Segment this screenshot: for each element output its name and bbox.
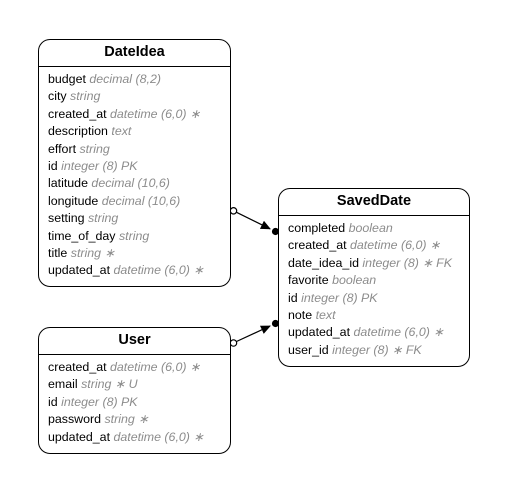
- attribute-name: created_at: [48, 106, 107, 121]
- attribute-row: time_of_day string: [39, 228, 230, 245]
- attribute-type: datetime (6,0) ∗: [353, 325, 444, 340]
- attribute-row: created_at datetime (6,0) ∗: [39, 106, 230, 123]
- attribute-type: datetime (6,0) ∗: [110, 106, 201, 121]
- attribute-type: text: [315, 307, 336, 322]
- attribute-row: latitude decimal (10,6): [39, 175, 230, 192]
- attribute-type: string: [79, 141, 110, 156]
- attribute-type: integer (8) PK: [61, 158, 138, 173]
- attribute-name: note: [288, 307, 313, 322]
- attribute-type: boolean: [332, 273, 377, 288]
- attribute-name: updated_at: [288, 325, 351, 340]
- attribute-name: id: [48, 394, 58, 409]
- relationship-user-saveddate: [229, 319, 280, 347]
- attribute-type: text: [111, 124, 132, 139]
- attribute-row: id integer (8) PK: [39, 394, 230, 411]
- attribute-list: created_at datetime (6,0) ∗email string …: [39, 355, 230, 446]
- attribute-name: description: [48, 124, 108, 139]
- attribute-type: boolean: [348, 221, 393, 235]
- relationship-line: [236, 211, 271, 230]
- attribute-row: id integer (8) PK: [279, 290, 469, 307]
- attribute-row: description text: [39, 123, 230, 140]
- attribute-name: date_idea_id: [288, 255, 359, 270]
- attribute-name: id: [288, 290, 298, 305]
- many-marker: [271, 227, 280, 236]
- attribute-row: favorite boolean: [279, 272, 469, 289]
- attribute-type: string: [70, 89, 101, 104]
- attribute-name: setting: [48, 211, 85, 226]
- attribute-name: longitude: [48, 193, 99, 208]
- attribute-row: budget decimal (8,2): [39, 71, 230, 88]
- attribute-type: datetime (6,0) ∗: [113, 263, 204, 278]
- attribute-row: created_at datetime (6,0) ∗: [39, 359, 230, 376]
- entity-title: User: [39, 328, 230, 355]
- attribute-type: string ∗: [70, 245, 115, 260]
- entity-title: DateIdea: [39, 40, 230, 67]
- attribute-row: user_id integer (8) ∗ FK: [279, 342, 469, 359]
- relationship-dateidea-saveddate: [229, 207, 280, 236]
- attribute-name: created_at: [288, 238, 347, 253]
- attribute-row: date_idea_id integer (8) ∗ FK: [279, 255, 469, 272]
- attribute-row: effort string: [39, 141, 230, 158]
- attribute-row: email string ∗ U: [39, 376, 230, 393]
- attribute-name: budget: [48, 72, 86, 86]
- attribute-name: id: [48, 158, 58, 173]
- entity-title: SavedDate: [279, 189, 469, 216]
- attribute-name: effort: [48, 141, 77, 156]
- attribute-type: datetime (6,0) ∗: [350, 238, 441, 253]
- relationship-line: [236, 325, 271, 343]
- attribute-name: favorite: [288, 273, 329, 288]
- attribute-type: datetime (6,0) ∗: [113, 429, 204, 444]
- attribute-row: updated_at datetime (6,0) ∗: [39, 429, 230, 446]
- attribute-type: string: [87, 211, 119, 226]
- attribute-name: title: [48, 245, 68, 260]
- attribute-row: password string ∗: [39, 411, 230, 428]
- attribute-name: completed: [288, 221, 346, 235]
- attribute-type: integer (8) PK: [301, 290, 378, 305]
- attribute-name: latitude: [48, 176, 88, 191]
- attribute-type: string ∗: [104, 412, 149, 427]
- attribute-name: user_id: [288, 342, 329, 357]
- attribute-type: decimal (10,6): [91, 176, 170, 191]
- attribute-type: datetime (6,0) ∗: [110, 360, 201, 374]
- attribute-name: email: [48, 377, 78, 392]
- attribute-name: password: [48, 412, 102, 427]
- attribute-row: title string ∗: [39, 245, 230, 262]
- attribute-type: integer (8) PK: [61, 394, 138, 409]
- zero-or-one-marker: [229, 207, 238, 215]
- attribute-name: created_at: [48, 360, 107, 374]
- attribute-name: time_of_day: [48, 228, 116, 243]
- attribute-name: updated_at: [48, 429, 111, 444]
- attribute-row: created_at datetime (6,0) ∗: [279, 237, 469, 254]
- attribute-type: integer (8) ∗ FK: [332, 342, 422, 357]
- attribute-type: integer (8) ∗ FK: [362, 255, 452, 270]
- attribute-row: city string: [39, 88, 230, 105]
- attribute-type: string: [118, 228, 150, 243]
- attribute-row: updated_at datetime (6,0) ∗: [279, 324, 469, 341]
- attribute-row: id integer (8) PK: [39, 158, 230, 175]
- many-marker: [271, 319, 280, 328]
- attribute-row: longitude decimal (10,6): [39, 193, 230, 210]
- attribute-type: string ∗ U: [81, 377, 138, 392]
- attribute-name: city: [48, 89, 67, 104]
- attribute-type: decimal (10,6): [101, 193, 181, 208]
- attribute-row: completed boolean: [279, 220, 469, 237]
- attribute-row: setting string: [39, 210, 230, 227]
- attribute-type: decimal (8,2): [89, 72, 161, 86]
- attribute-name: updated_at: [48, 263, 111, 278]
- attribute-row: note text: [279, 307, 469, 324]
- attribute-row: updated_at datetime (6,0) ∗: [39, 262, 230, 279]
- zero-or-one-marker: [229, 339, 238, 347]
